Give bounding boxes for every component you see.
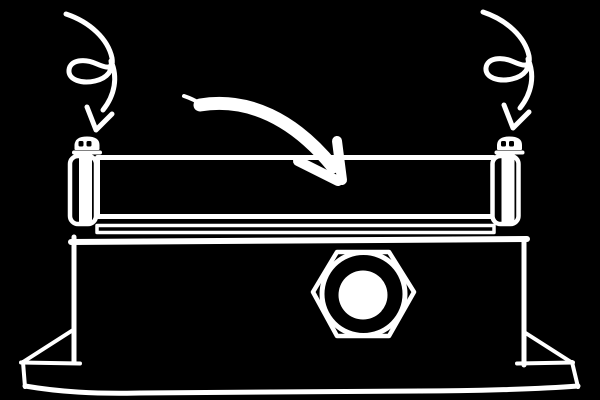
mounting-flange bbox=[19, 328, 581, 396]
left-screw-slot-b bbox=[86, 141, 92, 147]
left-callout-arrow-icon bbox=[63, 11, 118, 133]
flange-right-diagonal bbox=[522, 330, 573, 364]
flange-left-foot-edge bbox=[21, 360, 27, 389]
left-arrow-swoosh bbox=[63, 11, 118, 113]
enclosure-body bbox=[68, 234, 530, 368]
left-arrow-head bbox=[84, 104, 115, 133]
right-arrow-head bbox=[501, 102, 532, 131]
gland-bore bbox=[338, 270, 388, 320]
flange-left-foot-top bbox=[19, 360, 82, 366]
flange-left-diagonal bbox=[21, 328, 75, 364]
left-screw-slot-a bbox=[78, 141, 84, 147]
center-arrow-barb-right bbox=[332, 136, 347, 185]
right-lid-screw bbox=[490, 136, 525, 227]
right-screw-shank bbox=[501, 158, 515, 222]
body-top-edge bbox=[68, 236, 530, 245]
center-callout-arrow-icon bbox=[182, 94, 347, 186]
right-screw-slot-b bbox=[509, 141, 514, 147]
flange-bottom-edge bbox=[22, 383, 581, 396]
right-screw-slot-a bbox=[501, 141, 506, 147]
center-arrow-barb-left bbox=[293, 156, 343, 186]
lid-rim bbox=[95, 223, 496, 235]
center-arrow-shaft bbox=[193, 96, 340, 174]
gland-ring bbox=[319, 250, 408, 338]
right-arrow-swoosh bbox=[480, 9, 535, 111]
lid bbox=[95, 155, 496, 219]
left-screw-shank bbox=[79, 158, 92, 222]
line-art bbox=[19, 9, 581, 396]
right-callout-arrow-icon bbox=[480, 9, 535, 131]
flange-right-foot-edge bbox=[570, 360, 580, 389]
left-lid-screw bbox=[67, 136, 102, 227]
hex-cable-gland bbox=[310, 249, 417, 339]
